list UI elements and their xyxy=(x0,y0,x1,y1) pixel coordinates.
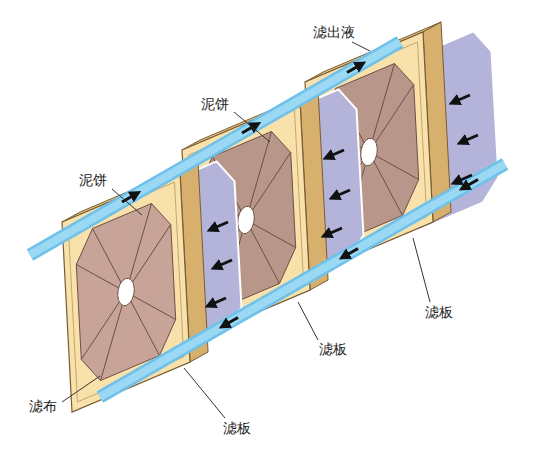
part-label: 滤板 xyxy=(424,304,454,320)
part-label: 泥饼 xyxy=(78,172,108,188)
feed-pipe xyxy=(100,164,505,397)
filtrate-pipe xyxy=(30,42,400,255)
part-label: 滤出液 xyxy=(312,24,356,40)
flow-arrows xyxy=(122,65,478,326)
part-label: 滤板 xyxy=(318,341,348,357)
leader-lines xyxy=(62,42,430,418)
part-label: 泥饼 xyxy=(200,96,230,112)
part-label: 滤板 xyxy=(222,420,252,436)
part-label: 滤布 xyxy=(28,398,58,414)
